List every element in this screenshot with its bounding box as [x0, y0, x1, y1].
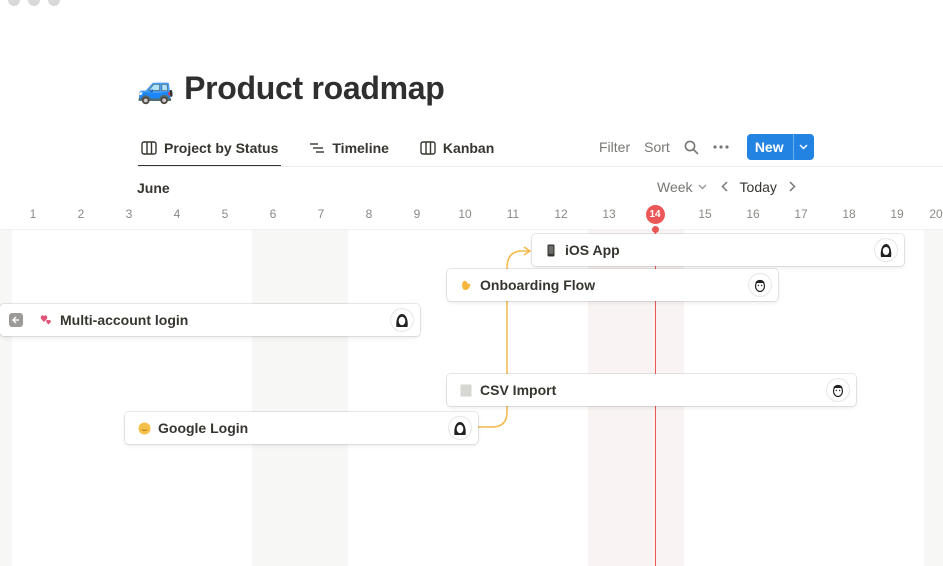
new-button[interactable]: New: [746, 134, 814, 160]
item-title: Multi-account login: [60, 312, 189, 328]
today-day-label: 14: [645, 204, 665, 224]
day-label: 4: [173, 207, 181, 221]
minimize-dot[interactable]: [28, 0, 40, 6]
table-icon: [141, 141, 157, 155]
chevron-left-icon[interactable]: [720, 179, 728, 195]
zoom-dot[interactable]: [48, 0, 60, 6]
day-label: 10: [458, 207, 472, 221]
more-icon[interactable]: [713, 145, 729, 149]
day-label: 20: [929, 207, 943, 221]
day-label: 6: [269, 207, 277, 221]
avatar[interactable]: [449, 417, 471, 439]
item-title: Google Login: [158, 420, 249, 436]
item-title: iOS App: [565, 242, 620, 258]
tab-label: Timeline: [332, 140, 389, 156]
view-tabs: Project by Status Timeline Kanban: [138, 133, 522, 167]
search-icon[interactable]: [684, 140, 699, 155]
today-button[interactable]: Today: [739, 179, 777, 195]
arrow-left-icon[interactable]: [9, 313, 23, 327]
weekend-column: [924, 229, 943, 566]
car-icon: 🚙: [137, 70, 175, 106]
day-label: 19: [890, 207, 904, 221]
item-title: CSV Import: [480, 382, 557, 398]
timeline-nav: Week Today: [657, 178, 796, 196]
timeline-icon: [309, 142, 325, 154]
timeline-item-multi-account-login[interactable]: Multi-account login: [0, 304, 420, 336]
timeline-item-csv-import[interactable]: CSV Import: [447, 374, 856, 406]
day-label: 15: [698, 207, 712, 221]
day-label: 18: [842, 207, 856, 221]
day-label: 3: [125, 207, 133, 221]
day-label: 1: [29, 207, 37, 221]
timeline-item-google-login[interactable]: Google Login: [125, 412, 478, 444]
day-label: 11: [506, 207, 520, 221]
mobile-phone-icon: [541, 244, 561, 257]
header-divider: [0, 229, 943, 230]
avatar[interactable]: [827, 379, 849, 401]
weekend-column: [252, 229, 348, 566]
two-hearts-icon: [36, 314, 56, 326]
item-title: Onboarding Flow: [480, 277, 596, 293]
tab-project-by-status[interactable]: Project by Status: [138, 133, 282, 167]
day-label: 17: [794, 207, 808, 221]
chevron-down-icon: [698, 184, 707, 190]
scale-selector[interactable]: Week: [657, 179, 707, 195]
day-label: 12: [554, 207, 568, 221]
tab-timeline[interactable]: Timeline: [306, 133, 392, 163]
window-controls: [8, 0, 60, 6]
board-icon: [420, 141, 436, 155]
waving-hand-icon: [456, 278, 476, 292]
tab-label: Kanban: [442, 140, 495, 156]
avatar[interactable]: [749, 274, 771, 296]
today-marker: [652, 226, 659, 233]
smiley-icon: [134, 422, 154, 435]
scale-label: Week: [657, 179, 693, 195]
close-dot[interactable]: [8, 0, 20, 6]
weekend-column: [0, 229, 12, 566]
day-label: 5: [221, 207, 229, 221]
day-header: 1 2 3 4 5 6 7 8 9 10 11 12 13 14 15 16 1…: [0, 204, 943, 224]
day-label: 8: [365, 207, 373, 221]
timeline-item-onboarding-flow[interactable]: Onboarding Flow: [447, 269, 778, 301]
avatar[interactable]: [875, 239, 897, 261]
chevron-right-icon[interactable]: [789, 179, 796, 195]
tab-label: Project by Status: [164, 140, 279, 156]
day-label: 13: [602, 207, 616, 221]
filter-button[interactable]: Filter: [599, 139, 631, 155]
view-toolbar: Filter Sort New: [599, 134, 814, 160]
avatar[interactable]: [391, 309, 413, 331]
timeline-item-ios-app[interactable]: iOS App: [532, 234, 904, 266]
page-title-text: Product roadmap: [184, 69, 445, 106]
chevron-down-icon[interactable]: [792, 134, 814, 160]
day-label: 7: [317, 207, 325, 221]
new-button-label[interactable]: New: [754, 139, 784, 155]
page-title: 🚙 Product roadmap: [137, 66, 445, 110]
month-label: June: [137, 180, 170, 196]
day-label: 16: [746, 207, 760, 221]
tab-kanban[interactable]: Kanban: [417, 133, 497, 163]
day-label: 9: [413, 207, 421, 221]
sort-button[interactable]: Sort: [644, 139, 670, 155]
tabs-divider: [137, 166, 943, 167]
page-icon: [456, 384, 476, 397]
day-label: 2: [77, 207, 85, 221]
